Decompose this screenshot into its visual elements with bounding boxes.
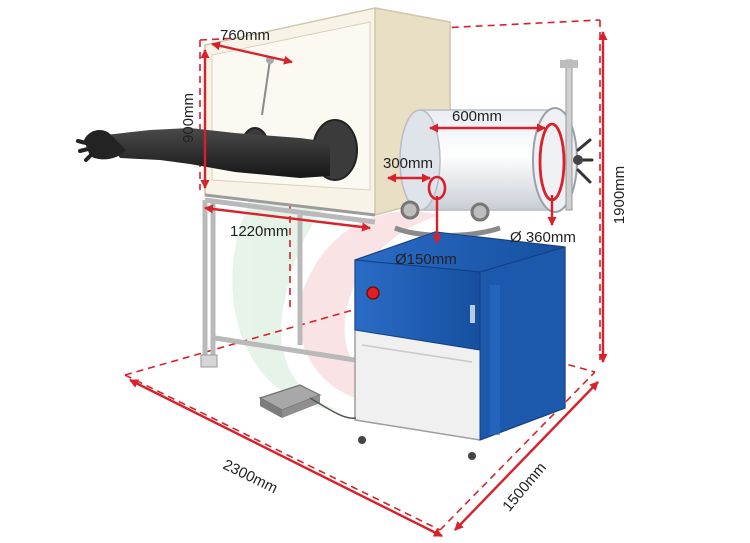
port-highlight-ellipse-150 [427,175,447,201]
label-760mm: 760mm [220,27,270,44]
glove-arm [76,128,330,178]
label-150mm: Ø150mm [395,251,457,268]
dimension-lines [129,31,608,538]
label-2300mm: 2300mm [220,456,280,497]
door-highlight-ellipse-360 [538,122,566,202]
emergency-stop-button [366,286,380,300]
dim-line-1220 [204,204,371,232]
dim-line-760 [211,41,293,65]
label-300mm: 300mm [383,155,433,172]
label-600mm: 600mm [452,108,502,125]
blower-cabinet [354,231,566,460]
label-1220mm: 1220mm [230,223,288,240]
label-360mm: Ø 360mm [510,229,576,246]
leg-foot-left [200,354,218,368]
dim-line-2300 [129,378,443,538]
label-1500mm: 1500mm [499,459,550,515]
label-1900mm: 1900mm [611,166,628,224]
label-900mm: 900mm [180,93,197,143]
dim-line-1500 [454,381,599,531]
